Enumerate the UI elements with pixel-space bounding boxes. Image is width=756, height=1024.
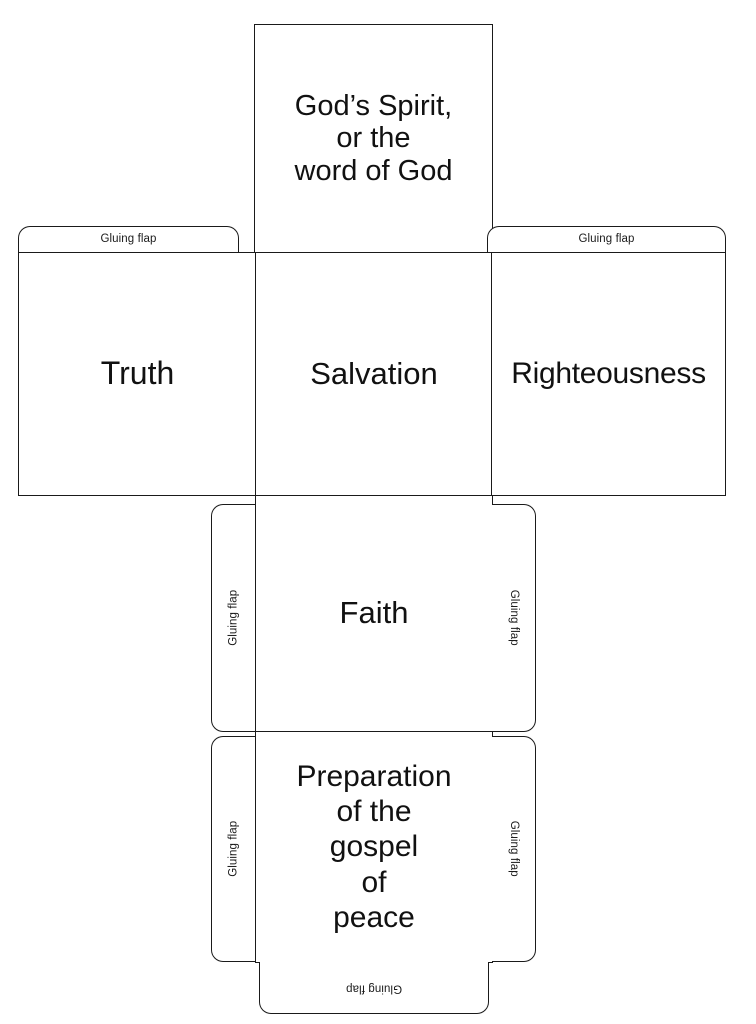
panel-preparation[interactable]: Preparation of the gospel of peace: [255, 731, 493, 963]
panel-gods-spirit[interactable]: God’s Spirit, or the word of God: [254, 24, 493, 253]
panel-righteousness-label: Righteousness: [511, 357, 706, 391]
gluing-flap-preparation-right-label: Gluing flap: [508, 820, 521, 878]
gluing-flap-top-right-label: Gluing flap: [578, 233, 635, 246]
panel-faith-label: Faith: [339, 595, 409, 631]
gluing-flap-preparation-left[interactable]: Gluing flap: [211, 736, 256, 962]
gluing-flap-bottom[interactable]: Gluing flap: [259, 962, 489, 1014]
gluing-flap-preparation-left-label: Gluing flap: [227, 820, 240, 878]
gluing-flap-top-left-label: Gluing flap: [100, 233, 157, 246]
gluing-flap-faith-left[interactable]: Gluing flap: [211, 504, 256, 732]
gluing-flap-faith-right[interactable]: Gluing flap: [492, 504, 536, 732]
gluing-flap-top-right[interactable]: Gluing flap: [487, 226, 726, 253]
panel-righteousness[interactable]: Righteousness: [491, 252, 726, 496]
panel-truth[interactable]: Truth: [18, 252, 257, 496]
panel-truth-label: Truth: [100, 355, 175, 392]
gluing-flap-preparation-right[interactable]: Gluing flap: [492, 736, 536, 962]
gluing-flap-faith-right-label: Gluing flap: [508, 589, 521, 647]
panel-gods-spirit-label: God’s Spirit, or the word of God: [294, 89, 453, 187]
panel-salvation[interactable]: Salvation: [255, 252, 493, 496]
gluing-flap-top-left[interactable]: Gluing flap: [18, 226, 239, 253]
panel-salvation-label: Salvation: [310, 355, 438, 391]
panel-faith[interactable]: Faith: [255, 495, 493, 732]
panel-preparation-label: Preparation of the gospel of peace: [296, 759, 452, 935]
gluing-flap-faith-left-label: Gluing flap: [227, 589, 240, 647]
gluing-flap-bottom-label: Gluing flap: [345, 982, 403, 995]
